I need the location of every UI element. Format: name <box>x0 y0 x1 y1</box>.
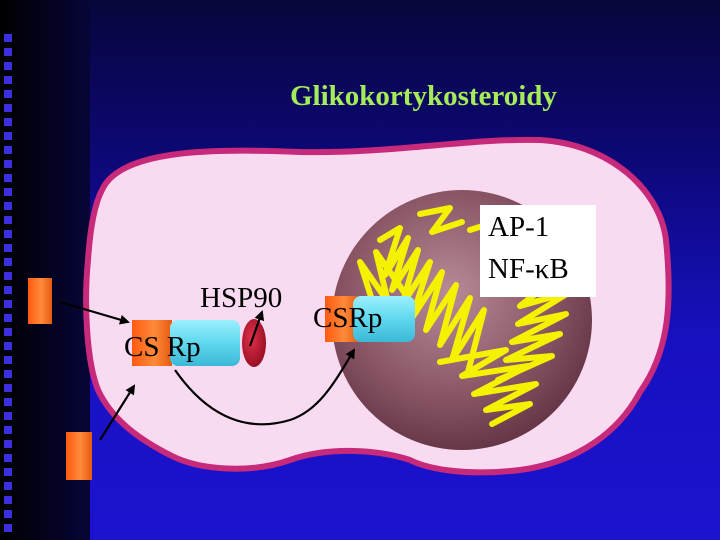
receptor-left <box>170 320 240 366</box>
steroid-molecule-extracellular-bottom <box>66 432 92 480</box>
cs-rp-label: CS Rp <box>124 333 201 362</box>
hsp90-protein <box>242 319 266 367</box>
cs-label: CS <box>124 331 160 363</box>
hsp90-label: HSP90 <box>200 282 283 314</box>
rp-label: Rp <box>166 331 201 363</box>
hsp90-release-arrow <box>248 310 265 347</box>
steroid-bound-left <box>132 320 172 366</box>
receptor-complex-nucleus <box>325 296 415 342</box>
steroid-molecule-extracellular-top <box>28 278 52 324</box>
bullet-strip-decoration <box>0 34 16 540</box>
csrp-label: CSRp <box>313 302 383 334</box>
nfkb-label: NF-κB <box>488 253 569 285</box>
slide-title: Glikokortykosteroidy <box>290 80 557 112</box>
transcription-factors-box: AP-1 NF-κB <box>480 205 596 297</box>
entry-arrow-top <box>59 300 130 325</box>
receptor-nuclear <box>353 296 415 342</box>
ap1-label: AP-1 <box>488 211 550 243</box>
entry-arrow-bottom <box>99 384 136 441</box>
translocation-arrow <box>174 348 356 426</box>
receptor-complex-cytoplasm <box>132 319 266 367</box>
